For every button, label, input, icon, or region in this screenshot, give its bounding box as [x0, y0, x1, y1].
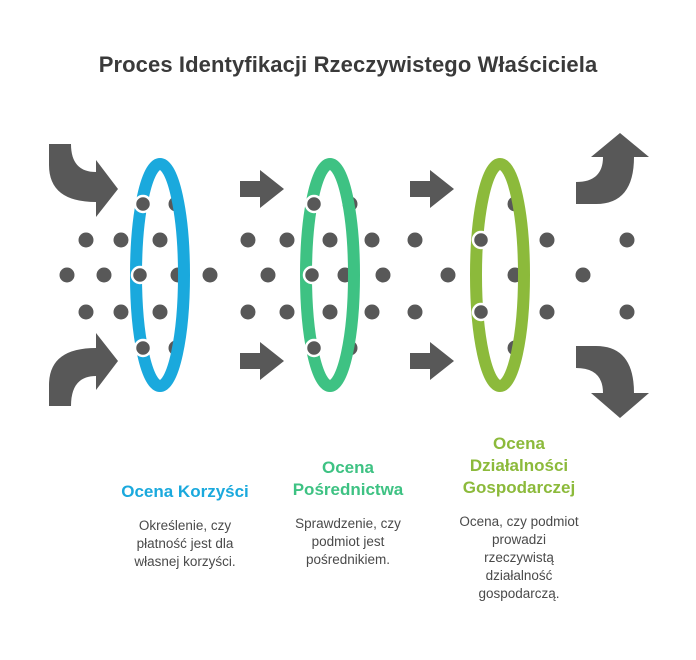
particle-dot — [113, 232, 129, 248]
filter-rings — [130, 158, 530, 392]
particle-dot — [322, 232, 338, 248]
stage-description-line: gospodarczą. — [478, 586, 560, 601]
particle-dot — [96, 267, 112, 283]
passing-particle — [133, 194, 153, 214]
arrow-right-icon — [410, 342, 454, 380]
curved-arrow-in-icon — [49, 144, 118, 217]
stage-description-line: prowadzi — [491, 532, 547, 547]
particle-dot — [322, 304, 338, 320]
stage-heading-line: Działalności — [469, 456, 569, 475]
stage-heading-line: Ocena — [493, 434, 545, 453]
passing-particle — [302, 265, 322, 285]
stage-description-line: pośrednikiem. — [305, 552, 391, 567]
arrow-right-icon — [240, 170, 284, 208]
particle-dot — [575, 267, 591, 283]
passing-particle — [471, 302, 491, 322]
stage-description: Sprawdzenie, czy podmiot jest pośrednikiem… — [263, 515, 433, 569]
flow-arrows — [49, 133, 649, 418]
passing-particle — [304, 194, 324, 214]
arrow-right-icon — [410, 170, 454, 208]
particle-dot — [407, 232, 423, 248]
stage-description-line: Określenie, czy — [138, 518, 232, 533]
stage-description-line: rzeczywistą — [484, 550, 554, 565]
particle-dot — [619, 232, 635, 248]
stage-heading: Ocena Korzyści — [100, 481, 270, 503]
stage-description-line: Sprawdzenie, czy — [295, 516, 401, 531]
particle-dot — [440, 267, 456, 283]
curved-arrow-out-icon — [576, 133, 649, 204]
particle-dot — [240, 304, 256, 320]
particle-dot — [78, 232, 94, 248]
curved-arrow-out-icon — [576, 346, 649, 418]
particle-dot — [539, 304, 555, 320]
stage-heading-line: Gospodarczej — [462, 478, 576, 497]
particle-dot — [59, 267, 75, 283]
passing-particle — [133, 338, 153, 358]
stage-heading-line: Ocena Korzyści — [121, 482, 249, 501]
stage-description-line: własnej korzyści. — [134, 554, 236, 569]
particle-dot — [375, 267, 391, 283]
stage-description-line: podmiot jest — [311, 534, 385, 549]
particle-dot — [113, 304, 129, 320]
particle-dot — [364, 232, 380, 248]
particle-dot — [240, 232, 256, 248]
stage-description-line: Ocena, czy podmiot — [459, 514, 579, 529]
passing-particle — [130, 265, 150, 285]
particle-dot — [279, 232, 295, 248]
stage-heading-line: Pośrednictwa — [292, 480, 404, 499]
particle-dot — [202, 267, 218, 283]
particle-dot — [78, 304, 94, 320]
particle-dot — [152, 232, 168, 248]
particle-dot — [152, 304, 168, 320]
stage-benefit-assessment: Ocena Korzyści Określenie, czy płatność j… — [100, 481, 270, 571]
passing-particle — [471, 230, 491, 250]
particle-dot — [619, 304, 635, 320]
stage-description-line: płatność jest dla — [136, 536, 234, 551]
passing-particles — [130, 194, 491, 358]
particle-dot — [407, 304, 423, 320]
stage-description-line: działalność — [485, 568, 553, 583]
particle-dot — [364, 304, 380, 320]
particle-dot — [279, 304, 295, 320]
arrow-right-icon — [240, 342, 284, 380]
curved-arrow-in-icon — [49, 333, 118, 406]
passing-particle — [304, 338, 324, 358]
stage-heading-line: Ocena — [322, 458, 374, 477]
particle-dot — [260, 267, 276, 283]
particle-dots — [59, 196, 635, 356]
diagram-title: Proces Identyfikacji Rzeczywistego Właśc… — [98, 52, 598, 77]
filter-ring-icon — [470, 158, 530, 392]
stage-description: Ocena, czy podmiot prowadzi rzeczywistą dzi… — [434, 513, 604, 603]
particle-dot — [539, 232, 555, 248]
stage-description: Określenie, czy płatność jest dla własnej … — [100, 517, 270, 571]
